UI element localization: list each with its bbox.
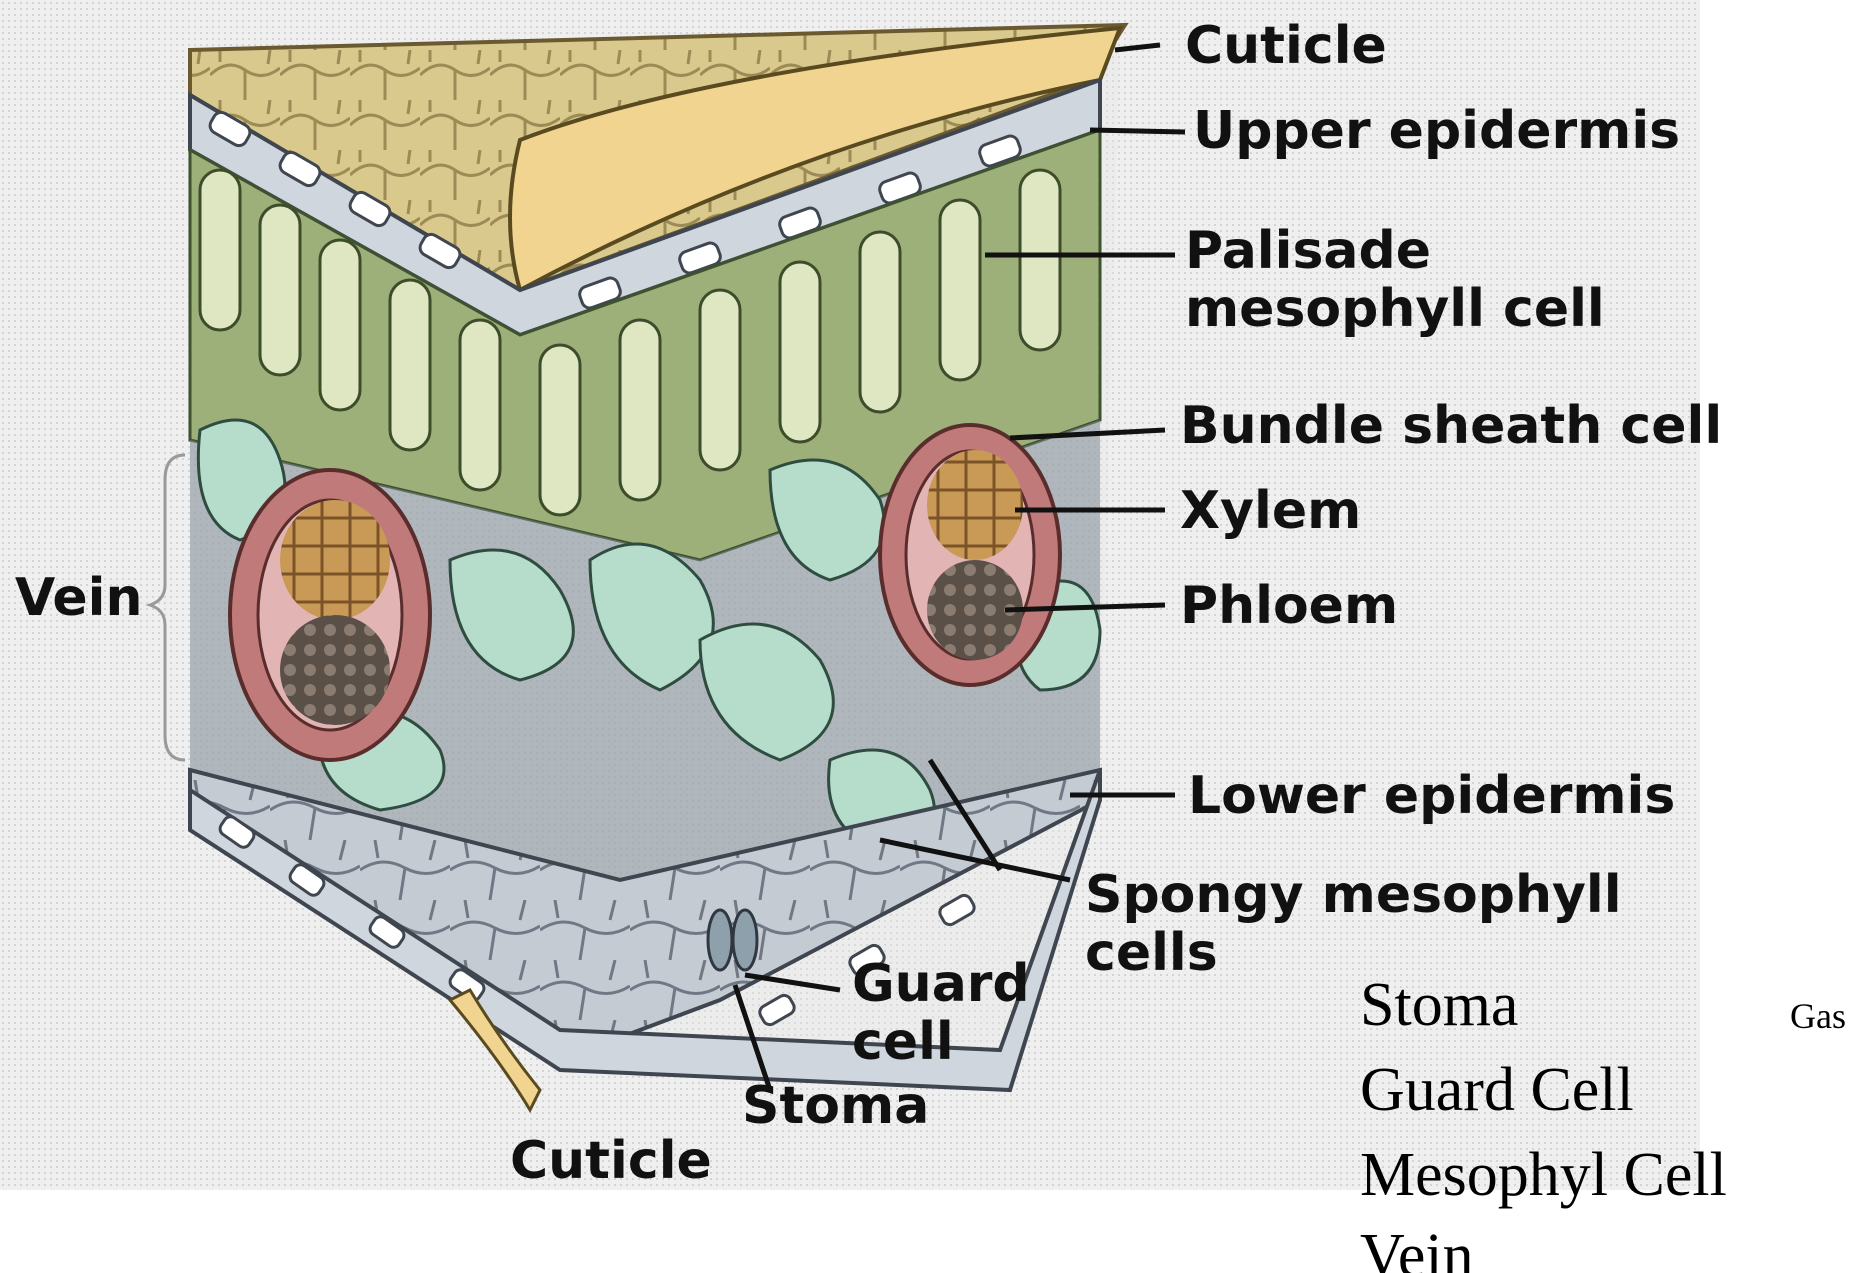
- vein-left: [230, 470, 430, 760]
- label-palisade-line2: mesophyll cell: [1185, 279, 1605, 339]
- label-stoma: Stoma: [742, 1080, 929, 1132]
- list-gas: Gas: [1790, 995, 1846, 1037]
- list-vein: Vein: [1360, 1225, 1474, 1273]
- label-guard-cell: Guard cell: [852, 955, 1030, 1071]
- label-xylem: Xylem: [1180, 485, 1361, 537]
- label-palisade: Palisade mesophyll cell: [1185, 222, 1605, 338]
- label-spongy-line2: cells: [1085, 923, 1218, 983]
- label-upper-epidermis: Upper epidermis: [1193, 105, 1680, 157]
- label-guard-line1: Guard: [852, 954, 1030, 1014]
- label-phloem: Phloem: [1180, 580, 1398, 632]
- list-mesophyl-cell: Mesophyl Cell: [1360, 1140, 1727, 1211]
- label-spongy-line1: Spongy mesophyll: [1085, 865, 1622, 925]
- label-vein: Vein: [15, 572, 143, 624]
- label-lower-epidermis: Lower epidermis: [1188, 770, 1675, 822]
- vein-right: [880, 425, 1060, 685]
- label-cuticle-bottom: Cuticle: [510, 1135, 712, 1187]
- label-bundle-sheath: Bundle sheath cell: [1180, 400, 1722, 452]
- list-guard-cell: Guard Cell: [1360, 1055, 1634, 1126]
- label-spongy: Spongy mesophyll cells: [1085, 866, 1622, 982]
- label-palisade-line1: Palisade: [1185, 221, 1431, 281]
- vein-bracket: [150, 455, 185, 760]
- label-cuticle-top: Cuticle: [1185, 20, 1387, 72]
- label-guard-line2: cell: [852, 1012, 954, 1072]
- list-stoma: Stoma: [1360, 970, 1518, 1041]
